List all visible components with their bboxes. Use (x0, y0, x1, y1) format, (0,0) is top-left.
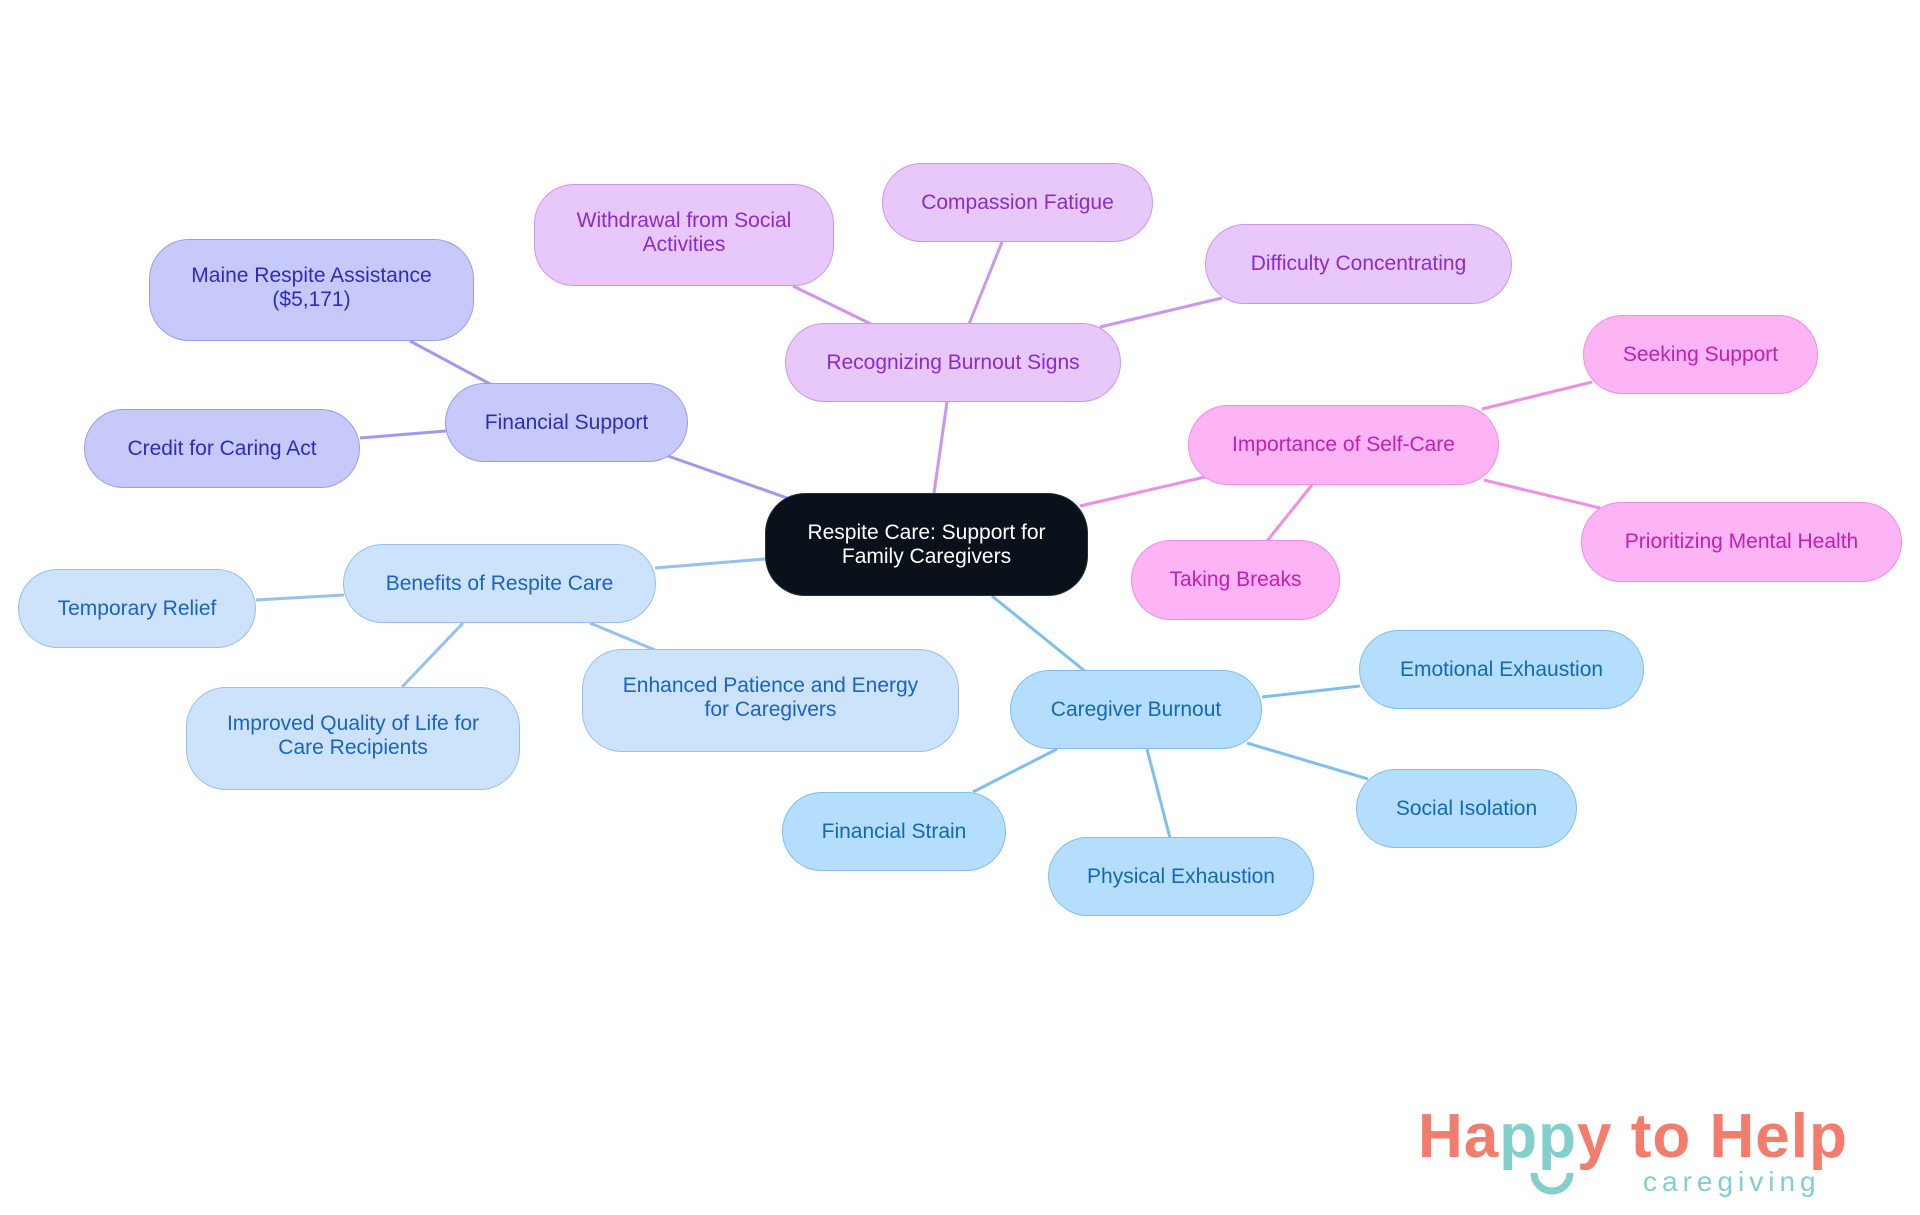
node-label-line-2: Activities (642, 233, 726, 256)
root-label-line-2: Family Caregivers (841, 544, 1012, 568)
node-social-isolation[interactable]: Social Isolation (1356, 769, 1577, 848)
node-label-line-2: Care Recipients (278, 736, 428, 759)
node-label-line-2: for Caregivers (704, 698, 837, 721)
node-label-line-1: Improved Quality of Life for (226, 712, 480, 735)
edge-root-benefits (654, 557, 766, 570)
root-node[interactable]: Respite Care: Support for Family Caregiv… (765, 493, 1088, 596)
node-physical-exhaustion[interactable]: Physical Exhaustion (1048, 837, 1314, 916)
edge-benefits-quality (400, 621, 465, 689)
edge-selfcare-breaks (1265, 484, 1314, 542)
node-maine-respite-assistance[interactable]: Maine Respite Assistance ($5,171) (149, 239, 474, 341)
root-label-line-1: Respite Care: Support for (807, 520, 1046, 544)
logo-part-1: Ha (1418, 1102, 1500, 1171)
node-label: Emotional Exhaustion (1399, 657, 1604, 681)
node-prioritizing-mental-health[interactable]: Prioritizing Mental Health (1581, 502, 1902, 582)
node-caregiver-burnout[interactable]: Caregiver Burnout (1010, 670, 1262, 749)
edge-cb-social (1246, 741, 1369, 781)
node-label: Taking Breaks (1169, 568, 1302, 591)
node-withdrawal-from-social-activities[interactable]: Withdrawal from Social Activities (534, 184, 834, 286)
logo-wordmark: Happy to Help (1418, 1105, 1848, 1169)
edge-root-caregiver-burnout (991, 594, 1087, 674)
node-label: Temporary Relief (57, 596, 217, 620)
node-label: Importance of Self-Care (1232, 433, 1455, 456)
node-benefits-of-respite-care[interactable]: Benefits of Respite Care (343, 544, 656, 623)
edge-cb-emotional (1261, 684, 1361, 699)
node-financial-strain[interactable]: Financial Strain (782, 792, 1006, 871)
node-compassion-fatigue[interactable]: Compassion Fatigue (882, 163, 1153, 242)
logo-subtitle: caregiving (1643, 1166, 1821, 1197)
edge-selfcare-seeking (1481, 380, 1593, 411)
node-label: Physical Exhaustion (1087, 864, 1275, 888)
node-emotional-exhaustion[interactable]: Emotional Exhaustion (1359, 630, 1644, 709)
node-label: Credit for Caring Act (127, 436, 317, 460)
node-label: Financial Strain (821, 819, 967, 843)
node-recognizing-burnout-signs[interactable]: Recognizing Burnout Signs (785, 323, 1121, 402)
logo-part-3: y to Help (1577, 1102, 1848, 1171)
node-label-line-1: Enhanced Patience and Energy (622, 674, 919, 697)
node-label: Seeking Support (1622, 342, 1779, 366)
node-credit-for-caring-act[interactable]: Credit for Caring Act (84, 409, 360, 488)
node-label-line-1: Maine Respite Assistance (191, 264, 432, 287)
edge-benefits-relief (255, 593, 345, 602)
logo-part-2: pp (1499, 1102, 1578, 1171)
edge-root-selfcare (1079, 475, 1206, 508)
node-improved-quality-of-life[interactable]: Improved Quality of Life for Care Recipi… (186, 687, 520, 790)
node-label-line-2: ($5,171) (272, 288, 351, 311)
node-importance-of-self-care[interactable]: Importance of Self-Care (1188, 405, 1499, 485)
node-label: Caregiver Burnout (1050, 697, 1222, 721)
edge-selfcare-mental (1483, 478, 1601, 510)
node-label: Compassion Fatigue (921, 190, 1114, 214)
node-label-line-1: Withdrawal from Social (576, 209, 792, 232)
edge-burnout-compassion (967, 241, 1004, 325)
node-label: Recognizing Burnout Signs (826, 350, 1080, 374)
node-label: Difficulty Concentrating (1250, 252, 1467, 275)
edge-financial-credit (359, 429, 447, 440)
edge-cb-physical (1145, 748, 1172, 839)
node-difficulty-concentrating[interactable]: Difficulty Concentrating (1205, 224, 1512, 304)
edge-cb-strain (972, 747, 1058, 794)
smile-icon (1530, 1172, 1574, 1195)
happy-to-help-logo: Happy to Help caregiving (1418, 1105, 1888, 1205)
node-label: Financial Support (484, 410, 649, 434)
edge-root-burnout-signs (932, 401, 949, 494)
edge-burnout-difficulty (1099, 296, 1223, 329)
edge-financial-maine (409, 339, 493, 387)
node-label: Social Isolation (1395, 796, 1538, 820)
edge-root-financial (667, 454, 791, 501)
node-seeking-support[interactable]: Seeking Support (1583, 315, 1818, 394)
node-label: Prioritizing Mental Health (1624, 530, 1859, 553)
node-financial-support[interactable]: Financial Support (445, 383, 688, 462)
edge-burnout-withdrawal (792, 284, 872, 326)
node-taking-breaks[interactable]: Taking Breaks (1131, 540, 1340, 620)
edge-benefits-patience (589, 621, 656, 652)
node-temporary-relief[interactable]: Temporary Relief (18, 569, 256, 648)
node-label: Benefits of Respite Care (385, 571, 614, 595)
node-enhanced-patience-and-energy[interactable]: Enhanced Patience and Energy for Caregiv… (582, 649, 959, 752)
